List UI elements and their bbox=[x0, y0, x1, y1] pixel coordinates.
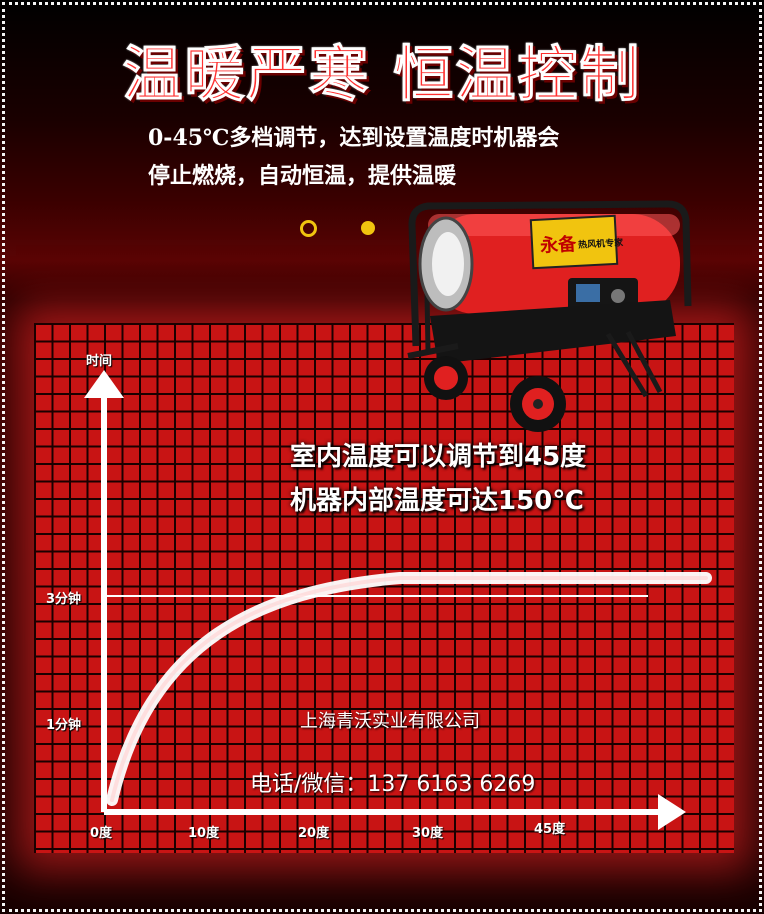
x-tick-10: 10度 bbox=[188, 826, 220, 841]
heating-curve-glow bbox=[110, 576, 708, 802]
intro-line-1: 0-45℃多档调节，达到设置温度时机器会 bbox=[148, 125, 560, 151]
heater-tagline-text: 热风机专家 bbox=[578, 236, 625, 250]
headline: 温暖严寒 恒温控制 bbox=[122, 40, 642, 111]
heater-label-plate bbox=[529, 214, 619, 270]
x-tick-45: 45度 bbox=[534, 822, 566, 837]
y-tick-3min: 3分钟 bbox=[46, 592, 82, 607]
indicator-dot-filled bbox=[361, 221, 375, 235]
heater-wheel-front-hub bbox=[434, 366, 458, 390]
y-axis-label: 时间 bbox=[86, 354, 113, 369]
indicator-dot-hollow bbox=[300, 220, 317, 237]
company-name: 上海青沃实业有限公司 bbox=[300, 711, 480, 732]
heater-knob-icon bbox=[611, 289, 625, 303]
x-tick-0: 0度 bbox=[90, 826, 113, 841]
heater-base bbox=[430, 300, 676, 364]
x-tick-20: 20度 bbox=[298, 826, 330, 841]
heater-handle bbox=[407, 343, 459, 359]
heater-product-image: 永备 热风机专家 bbox=[407, 200, 692, 432]
heater-brand-text: 永备 bbox=[539, 233, 578, 257]
heater-wheel-rear-axle bbox=[533, 399, 543, 409]
phone-number: 电话/微信：137 6163 6269 bbox=[250, 772, 536, 797]
feature-line-2: 机器内部温度可达150℃ bbox=[290, 486, 584, 516]
heater-frame bbox=[408, 200, 692, 347]
x-tick-30: 30度 bbox=[412, 826, 444, 841]
heater-front-lens bbox=[432, 232, 464, 296]
x-axis-arrow bbox=[658, 794, 686, 830]
y-axis-arrow bbox=[84, 370, 124, 398]
heater-legs bbox=[605, 330, 663, 398]
heater-display bbox=[576, 284, 600, 302]
y-tick-1min: 1分钟 bbox=[46, 718, 82, 733]
grid-panel bbox=[34, 323, 734, 853]
feature-line-1: 室内温度可以调节到45度 bbox=[290, 442, 587, 472]
intro-line-2: 停止燃烧，自动恒温，提供温暖 bbox=[148, 163, 457, 189]
